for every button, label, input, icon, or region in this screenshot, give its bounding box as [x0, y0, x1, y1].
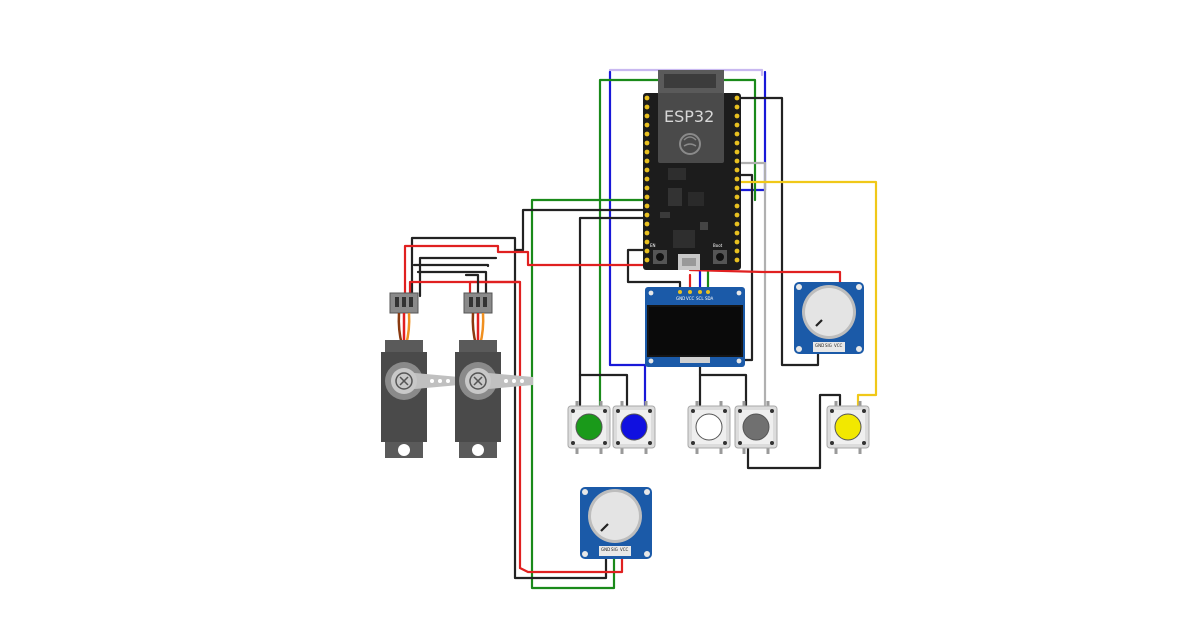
wire-black-pot-right[interactable]: [736, 96, 820, 367]
esp32-pin[interactable]: [734, 248, 740, 254]
oled-pin-scl: SCL: [696, 296, 704, 301]
wire-black-servo-1b[interactable]: [418, 256, 498, 298]
esp32-pin[interactable]: [734, 167, 740, 173]
espressif-logo-icon: [679, 133, 701, 155]
esp32-pin[interactable]: [734, 203, 740, 209]
esp32-pin[interactable]: [644, 167, 650, 173]
wire-green-pot[interactable]: [530, 198, 648, 590]
esp32-pin[interactable]: [644, 257, 650, 263]
esp32-pin[interactable]: [734, 122, 740, 128]
button-cap[interactable]: [742, 413, 770, 441]
wire-black-servo-2c[interactable]: [464, 273, 480, 298]
esp32-pin[interactable]: [734, 194, 740, 200]
esp32-left-pin-header[interactable]: [644, 95, 650, 263]
esp32-pin[interactable]: [644, 221, 650, 227]
esp32-board[interactable]: ESP32 EN Boot: [643, 70, 741, 270]
esp32-pin[interactable]: [644, 158, 650, 164]
push-button[interactable]: [612, 401, 656, 454]
pot-right-pin-gnd: GND: [815, 343, 824, 348]
esp32-pin[interactable]: [734, 113, 740, 119]
pot-bottom-pin-gnd: GND: [601, 547, 610, 552]
oled-pin-sda: SDA: [705, 296, 714, 301]
esp32-pin[interactable]: [644, 104, 650, 110]
esp32-pin[interactable]: [644, 203, 650, 209]
esp32-pin[interactable]: [644, 95, 650, 101]
esp32-pin[interactable]: [644, 212, 650, 218]
esp32-pin[interactable]: [734, 230, 740, 236]
button-cap[interactable]: [575, 413, 603, 441]
esp32-pin[interactable]: [734, 257, 740, 263]
esp32-pin[interactable]: [644, 122, 650, 128]
knob-indicator: [600, 523, 609, 532]
wire-gray-button[interactable]: [736, 161, 767, 407]
esp32-pin[interactable]: [734, 131, 740, 137]
wire-black-servo-1[interactable]: [410, 236, 517, 298]
pot-bottom-pin-sig: SIG: [611, 547, 618, 552]
esp32-pin[interactable]: [734, 221, 740, 227]
push-button[interactable]: [826, 401, 870, 454]
potentiometer-right[interactable]: GND SIG VCC: [794, 282, 864, 354]
esp32-pin[interactable]: [644, 176, 650, 182]
esp32-pin[interactable]: [734, 239, 740, 245]
wire-red-servo-1[interactable]: [403, 244, 648, 298]
oled-pin-gnd: GND: [676, 296, 685, 301]
button-cap[interactable]: [695, 413, 723, 441]
en-label: EN: [650, 243, 656, 248]
knob-indicator: [815, 319, 823, 327]
wire-black-yellow[interactable]: [746, 393, 842, 470]
wire-black-servo-2[interactable]: [412, 263, 490, 268]
button-cap[interactable]: [620, 413, 648, 441]
esp32-pin[interactable]: [644, 113, 650, 119]
esp32-pin[interactable]: [734, 140, 740, 146]
esp32-pin[interactable]: [644, 230, 650, 236]
esp32-pin[interactable]: [734, 95, 740, 101]
esp32-pin[interactable]: [644, 131, 650, 137]
servo-motor[interactable]: [455, 292, 533, 458]
wire-blue-esp[interactable]: [736, 70, 767, 192]
esp32-pin[interactable]: [644, 248, 650, 254]
pot-right-pin-sig: SIG: [825, 343, 832, 348]
servos: [381, 292, 533, 458]
wire-red-servo-2b[interactable]: [468, 280, 522, 298]
wire-yellow-button[interactable]: [736, 180, 878, 407]
wire-red-servo-2[interactable]: [408, 280, 522, 570]
wire-red-pot-bottom[interactable]: [518, 550, 624, 574]
button-cap[interactable]: [834, 413, 862, 441]
push-buttons: [567, 401, 870, 454]
esp32-pin[interactable]: [644, 140, 650, 146]
wire-black-oled-gnd[interactable]: [626, 248, 682, 294]
wire-blue-button[interactable]: [608, 70, 647, 407]
esp32-label: ESP32: [664, 107, 714, 126]
esp32-pin[interactable]: [644, 194, 650, 200]
push-button[interactable]: [567, 401, 611, 454]
esp32-pin[interactable]: [734, 158, 740, 164]
esp32-pin[interactable]: [734, 104, 740, 110]
oled-pin-vcc: VCC: [686, 296, 695, 301]
esp32-pin[interactable]: [644, 149, 650, 155]
pot-bottom-pin-vcc: VCC: [620, 547, 629, 552]
boot-label: Boot: [713, 243, 723, 248]
esp32-right-pin-header[interactable]: [734, 95, 740, 263]
esp32-pin[interactable]: [734, 149, 740, 155]
potentiometer-bottom[interactable]: GND SIG VCC: [580, 487, 652, 559]
wire-black-gray-yellow[interactable]: [698, 373, 748, 407]
wire-black-gb-btn[interactable]: [578, 216, 648, 407]
esp32-pin[interactable]: [644, 239, 650, 245]
esp32-pin[interactable]: [734, 185, 740, 191]
pot-right-pin-vcc: VCC: [834, 343, 843, 348]
esp32-pin[interactable]: [734, 176, 740, 182]
push-button[interactable]: [734, 401, 778, 454]
push-button[interactable]: [687, 401, 731, 454]
oled-display[interactable]: GND VCC SCL SDA: [645, 287, 745, 367]
esp32-pin[interactable]: [734, 212, 740, 218]
wire-black-servo-2b[interactable]: [416, 270, 488, 298]
esp32-pin[interactable]: [644, 185, 650, 191]
servo-motor[interactable]: [381, 292, 459, 458]
